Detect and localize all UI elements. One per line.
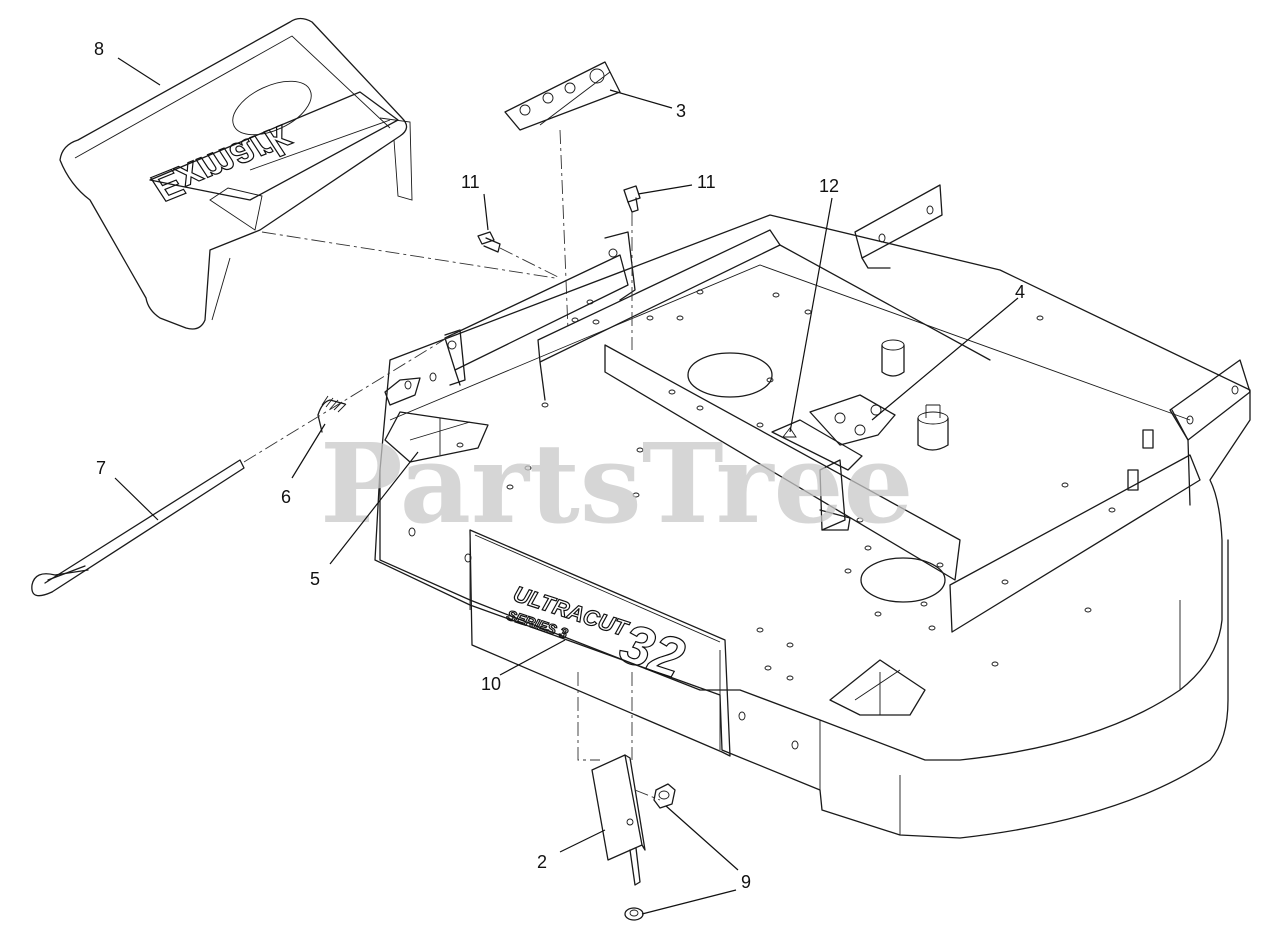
callout-11-right: 11 — [697, 172, 716, 192]
callout-8: 8 — [94, 39, 104, 59]
part-10-brand-plate[interactable]: ULTRACUT SERIES 3 32 — [469, 529, 731, 757]
part-4-decal[interactable] — [809, 394, 896, 446]
part-7-pin[interactable] — [31, 459, 245, 597]
leader-lines — [114, 57, 1019, 915]
part-8-front-shield[interactable]: Exmark — [59, 17, 413, 330]
callout-9: 9 — [741, 872, 751, 892]
deck-decal-right[interactable] — [829, 659, 926, 716]
callout-12: 12 — [819, 176, 839, 196]
watermark: PartsTree — [320, 419, 914, 548]
part-2-bracket[interactable] — [591, 754, 646, 886]
part-11-bolt-left[interactable] — [477, 231, 501, 253]
part-12-decal[interactable] — [771, 419, 863, 471]
bumper-brand-logo: Exmark — [147, 115, 299, 211]
nut-9-centerline — [634, 789, 661, 801]
mower-deck[interactable] — [374, 184, 1251, 839]
part-11-bolt-right[interactable] — [623, 185, 641, 213]
callout-11-left: 11 — [461, 172, 480, 192]
part-3-decal[interactable] — [504, 61, 621, 131]
bumper-8-centerline — [261, 231, 556, 279]
callout-7: 7 — [96, 458, 106, 478]
callout-6: 6 — [281, 487, 291, 507]
part-9-nut-upper[interactable] — [653, 783, 676, 809]
callout-5: 5 — [310, 569, 320, 589]
part-9-nut-lower[interactable] — [624, 907, 644, 921]
pin-7-centerline — [243, 329, 461, 463]
part-5-decal[interactable] — [384, 411, 489, 463]
deck-brand-line1: ULTRACUT — [510, 581, 632, 642]
decal-3-centerline — [559, 129, 569, 331]
bracket-2-centerline-left — [577, 672, 600, 761]
bolt-11-left-centerline — [499, 247, 561, 279]
callout-4: 4 — [1015, 282, 1025, 302]
callout-2: 2 — [537, 852, 547, 872]
callout-3: 3 — [676, 101, 686, 121]
callout-10: 10 — [481, 674, 501, 694]
